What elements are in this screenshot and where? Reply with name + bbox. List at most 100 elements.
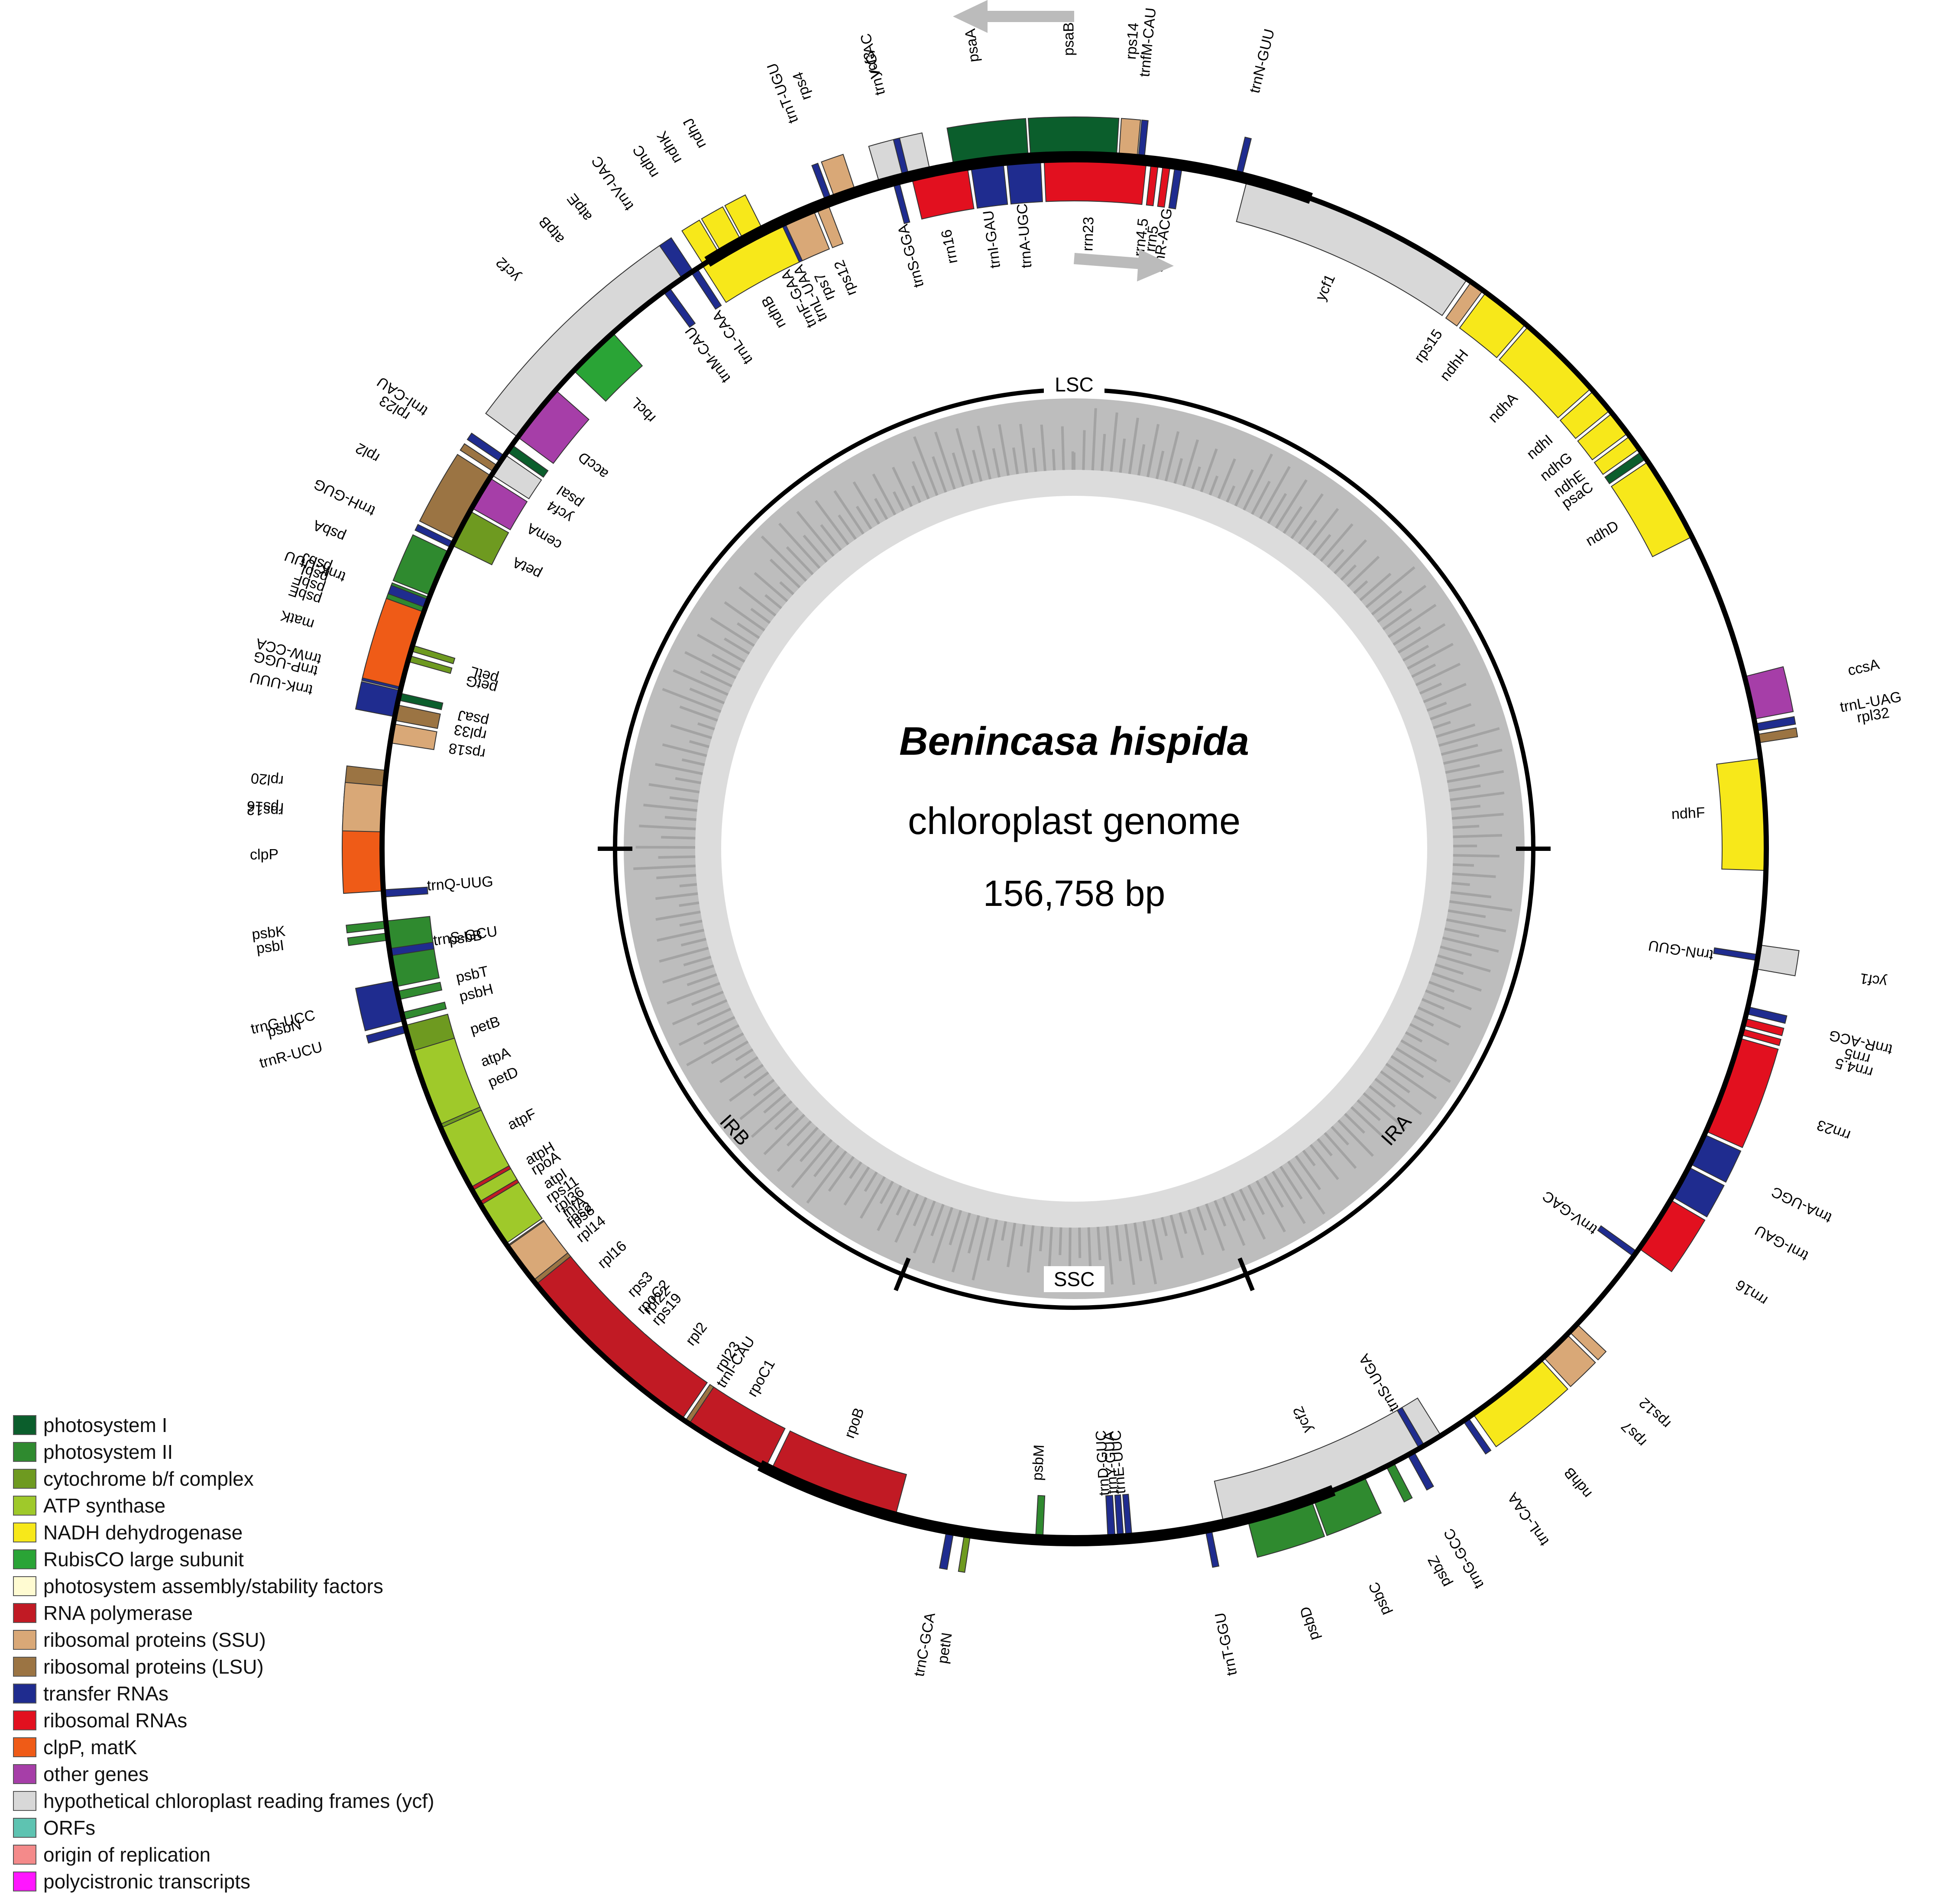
gc-tick (1359, 572, 1392, 601)
gc-tick (1450, 792, 1505, 802)
gc-tick (1426, 701, 1447, 712)
gc-tick (648, 783, 700, 794)
gc-tick (1243, 453, 1273, 511)
gc-tick (1402, 645, 1429, 662)
gene-label: petD (486, 1064, 521, 1090)
legend-label: RNA polymerase (43, 1602, 193, 1624)
gene-trnr-acg (1168, 164, 1183, 210)
legend-label: other genes (43, 1763, 149, 1785)
gene-psbm (1035, 1495, 1046, 1541)
gc-tick (872, 473, 897, 516)
legend-item: origin of replication (13, 1841, 434, 1868)
gene-label: ndhF (1671, 805, 1705, 823)
gene-label: rrn5 (1142, 225, 1162, 253)
gc-tick (1450, 891, 1492, 899)
gene-label: rpoB (841, 1406, 868, 1441)
gc-tick (1164, 431, 1180, 482)
gene-psbk (346, 920, 387, 934)
gc-tick (1365, 566, 1415, 608)
gc-tick (1096, 1227, 1101, 1261)
legend-label: hypothetical chloroplast reading frames … (43, 1790, 434, 1812)
gc-tick (952, 452, 965, 487)
gc-tick (1435, 723, 1476, 738)
gene-label: atpF (505, 1106, 539, 1133)
gc-tick (1059, 1227, 1062, 1255)
gc-tick (1334, 539, 1367, 575)
gc-tick (724, 601, 765, 632)
gc-tick (1369, 1085, 1396, 1108)
gene-label: trnH-GUG (311, 475, 378, 519)
gene-label: trnfM-CAU (1136, 7, 1159, 78)
gene-label: ycf1 (1859, 970, 1888, 990)
gene-trnm-cau (663, 287, 696, 328)
gc-tick (1317, 1138, 1333, 1157)
gc-tick (934, 431, 956, 490)
gc-tick (1432, 972, 1482, 992)
gc-tick (1151, 1219, 1163, 1261)
gc-tick (1082, 430, 1086, 470)
gene-label: rps12 (1636, 1394, 1674, 1432)
gc-tick (753, 1079, 775, 1097)
gene-trnd-guc (1105, 1495, 1116, 1541)
rings (379, 151, 1769, 1546)
gene-trne-uuc (1122, 1493, 1133, 1539)
legend-label: ribosomal proteins (SSU) (43, 1629, 266, 1651)
legend-item: ribosomal proteins (LSU) (13, 1653, 434, 1680)
gene-label: clpP (250, 846, 279, 863)
gene-label: rpl2 (353, 440, 382, 466)
gc-tick (1137, 444, 1146, 476)
gc-tick (1128, 417, 1139, 474)
gene-label: rpl20 (250, 769, 284, 789)
gc-tick (874, 498, 888, 520)
gene-label: ccsA (1846, 656, 1881, 679)
gc-tick (1451, 813, 1504, 820)
gc-tick (1320, 523, 1354, 562)
gene-label: ycf1 (1312, 272, 1338, 304)
gc-tick (913, 1197, 927, 1226)
gc-tick (1078, 1227, 1082, 1258)
gc-tick (1160, 1217, 1168, 1236)
gc-tick (1324, 1132, 1357, 1169)
gene-label: petN (934, 1632, 955, 1665)
gc-tick (1187, 1209, 1205, 1255)
arrow-clockwise-icon (1074, 253, 1148, 270)
gc-tick (1020, 1224, 1026, 1247)
legend-item: polycistronic transcripts (13, 1868, 434, 1895)
gc-tick (633, 864, 696, 870)
legend-item: ribosomal proteins (SSU) (13, 1626, 434, 1653)
gc-tick (1217, 458, 1236, 499)
legend-item: RNA polymerase (13, 1600, 434, 1626)
gc-tick (1453, 854, 1500, 858)
gc-tick (700, 670, 732, 688)
inverted-repeat-band (704, 151, 1313, 267)
gene-rps16 (342, 782, 385, 832)
gc-tick (843, 1166, 870, 1206)
gc-tick (911, 461, 930, 500)
gc-tick (1147, 424, 1160, 478)
gc-tick (684, 651, 737, 679)
gc-tick (1448, 909, 1486, 918)
gene-label: trnC-GCA (911, 1611, 939, 1678)
gc-tick (1027, 1225, 1035, 1273)
gene-label: psbD (1297, 1605, 1323, 1642)
gene-rrn23 (1705, 1038, 1779, 1148)
gc-tick (1421, 998, 1445, 1010)
gc-tick (1397, 623, 1446, 654)
size-text: 156,758 bp (983, 873, 1166, 914)
gc-tick (1312, 534, 1331, 556)
gc-tick (1350, 1106, 1391, 1144)
gc-tick (967, 1215, 980, 1254)
gene-label: ndhH (1437, 346, 1471, 384)
species-text: Benincasa hispida (899, 719, 1249, 763)
gc-tick (656, 874, 696, 879)
gc-tick (1337, 1119, 1374, 1157)
gc-tick (1039, 1226, 1044, 1251)
gc-tick (1413, 1015, 1434, 1027)
legend-item: photosystem I (13, 1412, 434, 1439)
gc-tick (864, 1171, 878, 1192)
ssc-label: SSC (1054, 1268, 1095, 1290)
gc-tick (1344, 1113, 1366, 1134)
gene-label: psbK (251, 923, 286, 943)
gc-content-ring (598, 388, 1551, 1310)
